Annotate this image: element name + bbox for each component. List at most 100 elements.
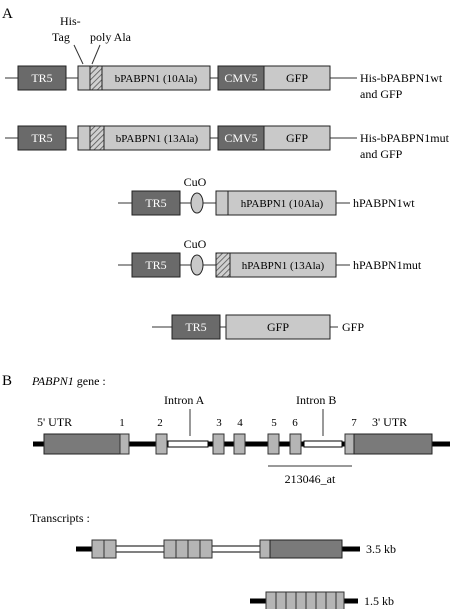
panel-b-label: B	[2, 373, 12, 389]
exon-5-box	[267, 433, 280, 455]
tr5-label: TR5	[31, 71, 52, 85]
his-tag-label-line1: His-	[60, 14, 81, 28]
cmv5-label: CMV5	[224, 131, 257, 145]
exon-2-box	[155, 433, 168, 455]
exon-number-7: 7	[351, 417, 357, 429]
construct-name-line1: His-bPABPN1mut	[360, 131, 450, 145]
tr5-promoter-box	[171, 314, 221, 340]
exon-number-2: 2	[157, 417, 163, 429]
cuo-label: CuO	[184, 175, 207, 189]
gfp-label: GFP	[267, 320, 289, 334]
cuo-operator-ellipse	[190, 192, 204, 214]
tr5-promoter-box	[17, 125, 67, 151]
transcript-exon	[265, 591, 277, 609]
construct-name: hPABPN1mut	[353, 258, 422, 272]
intron-a-label: Intron A	[164, 393, 205, 407]
cuo-label: CuO	[184, 237, 207, 251]
utr5-label: 5' UTR	[37, 415, 72, 429]
transcript-size: 3.5 kb	[366, 542, 396, 556]
insert-label: hPABPN1 (13Ala)	[242, 260, 325, 272]
tr5-label: TR5	[31, 131, 52, 145]
insert-box	[101, 65, 211, 91]
transcript-exon	[175, 539, 189, 559]
construct-name: GFP	[342, 320, 364, 334]
transcript-exon	[295, 591, 307, 609]
transcript-exon	[305, 591, 317, 609]
cuo-operator-ellipse	[190, 254, 204, 276]
transcript-exon	[315, 591, 327, 609]
tr5-label: TR5	[185, 320, 206, 334]
exon-1-box	[119, 433, 130, 455]
gene-title-rest: gene :	[74, 374, 106, 388]
gene-title: PABPN1 gene :	[31, 374, 106, 388]
tr5-promoter-box	[17, 65, 67, 91]
construct-name-line2: and GFP	[360, 147, 403, 161]
tr5-label: TR5	[145, 196, 166, 210]
exon-number-5: 5	[271, 417, 277, 429]
transcript-exon	[335, 591, 345, 609]
exon-number-4: 4	[237, 417, 243, 429]
cmv5-promoter-box	[217, 65, 265, 91]
his-tag-pointer	[73, 44, 84, 65]
exon-number-1: 1	[119, 417, 125, 429]
construct-name-line2: and GFP	[360, 87, 403, 101]
construct-hpabpn1mut: TR5 CuO hPABPN1 (13Ala) hPABPN1mut	[118, 237, 422, 278]
transcript-exon	[163, 539, 177, 559]
construct-his-bpabpn1wt: TR5 bPABPN1 (10Ala) CMV5 GFP His-bPABPN1…	[5, 65, 443, 101]
gene-title-italic: PABPN1	[31, 374, 74, 388]
tr5-promoter-box	[131, 252, 181, 278]
gfp-label: GFP	[286, 131, 308, 145]
utr3-box	[353, 433, 433, 455]
transcript-exon	[285, 591, 297, 609]
transcript-exon	[91, 539, 105, 559]
transcript-gap-2	[211, 545, 261, 553]
construct-name: hPABPN1wt	[353, 196, 415, 210]
insert-label: hPABPN1 (10Ala)	[241, 198, 324, 210]
cmv5-label: CMV5	[224, 71, 257, 85]
poly-ala-pointer	[91, 44, 101, 65]
utr3-label: 3' UTR	[372, 415, 407, 429]
exon-6-box	[289, 433, 302, 455]
insert-box	[103, 125, 211, 151]
panel-a-label: A	[2, 6, 13, 22]
exon-7-box	[344, 433, 355, 455]
intron-a-region	[167, 440, 209, 448]
construct-hpabpn1wt: TR5 CuO hPABPN1 (10Ala) hPABPN1wt	[118, 175, 415, 216]
transcript-size: 1.5 kb	[364, 594, 394, 608]
transcript-exon	[187, 539, 201, 559]
gene-map: 5' UTR 3' UTR Intron A Intron B 1 2 3 4 …	[33, 393, 450, 486]
transcript-utr	[269, 539, 343, 559]
poly-ala-label: poly Ala	[90, 30, 132, 44]
gfp-box	[263, 65, 331, 91]
intron-b-label: Intron B	[296, 393, 336, 407]
his-tag-box	[77, 65, 91, 91]
poly-ala-box	[89, 65, 103, 91]
gfp-box	[263, 125, 331, 151]
transcript-exon	[103, 539, 117, 559]
his-tag-box	[77, 125, 91, 151]
construct-name-line1: His-bPABPN1wt	[360, 71, 443, 85]
exon-number-3: 3	[216, 417, 222, 429]
gfp-box	[225, 314, 331, 340]
exon-3-box	[212, 433, 225, 455]
transcripts-title: Transcripts :	[30, 511, 90, 525]
cmv5-promoter-box	[217, 125, 265, 151]
gfp-label: GFP	[286, 71, 308, 85]
transcript-exon	[199, 539, 213, 559]
insert-label: bPABPN1 (13Ala)	[116, 133, 199, 145]
poly-ala-box	[89, 125, 105, 151]
insert-label: bPABPN1 (10Ala)	[115, 73, 198, 85]
transcript-exon	[259, 539, 271, 559]
poly-ala-box	[215, 252, 231, 278]
exon-number-6: 6	[292, 417, 298, 429]
transcript-1-5kb: 1.5 kb	[250, 591, 394, 609]
insert-box	[227, 190, 337, 216]
transcript-3-5kb: 3.5 kb	[76, 539, 396, 559]
tr5-promoter-box	[131, 190, 181, 216]
transcript-exon	[325, 591, 337, 609]
poly-ala-box	[215, 190, 229, 216]
tr5-label: TR5	[145, 258, 166, 272]
probe-label: 213046_at	[285, 472, 336, 486]
intron-b-region	[303, 440, 343, 448]
